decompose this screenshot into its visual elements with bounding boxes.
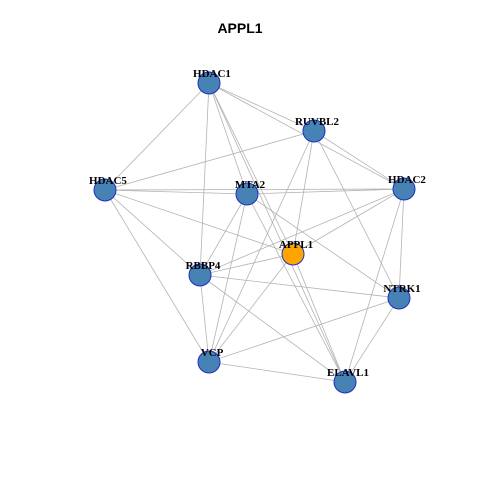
edge-hdac5-appl1	[104, 189, 294, 255]
edge-hdac5-vcp	[104, 189, 210, 363]
node-hdac1[interactable]	[197, 71, 221, 95]
graph-title: APPL1	[217, 20, 263, 36]
edge-mta2-ntrk1	[246, 193, 400, 299]
edge-rbbp4-ntrk1	[199, 274, 400, 299]
edge-appl1-rbbp4	[199, 253, 294, 276]
node-hdac5[interactable]	[93, 178, 117, 202]
node-label-vcp: VCP	[201, 347, 224, 359]
edge-hdac1-elavl1	[208, 82, 346, 383]
edge-hdac5-rbbp4	[104, 189, 201, 276]
edge-ruvbl2-hdac2	[313, 130, 405, 190]
edge-mta2-hdac2	[246, 188, 405, 195]
edge-ntrk1-elavl1	[344, 297, 400, 383]
edge-hdac1-ruvbl2	[208, 82, 315, 132]
edge-hdac2-ntrk1	[398, 188, 405, 299]
node-ruvbl2[interactable]	[302, 119, 326, 143]
node-label-mta2: MTA2	[235, 179, 266, 191]
edge-mta2-rbbp4	[199, 193, 248, 276]
edge-appl1-elavl1	[292, 253, 346, 383]
node-vcp[interactable]	[197, 350, 221, 374]
node-label-hdac5: HDAC5	[89, 175, 127, 187]
node-ntrk1[interactable]	[387, 286, 411, 310]
edge-vcp-appl1	[208, 253, 294, 363]
node-label-rbbp4: RBBP4	[186, 260, 221, 272]
node-hdac2[interactable]	[392, 177, 416, 201]
edge-hdac2-appl1	[292, 188, 405, 255]
node-mta2[interactable]	[235, 182, 259, 206]
node-appl1[interactable]	[281, 242, 305, 266]
edge-ruvbl2-vcp	[208, 130, 315, 363]
nodes-layer	[93, 71, 416, 394]
edge-hdac2-rbbp4	[199, 188, 405, 276]
edge-hdac2-elavl1	[344, 188, 405, 383]
edge-hdac1-hdac5	[104, 82, 210, 191]
edges-layer	[104, 82, 405, 383]
node-elavl1[interactable]	[333, 370, 357, 394]
edge-hdac5-mta2	[104, 189, 248, 195]
node-label-hdac1: HDAC1	[193, 68, 231, 80]
edge-hdac1-mta2	[208, 82, 248, 195]
edge-rbbp4-vcp	[199, 274, 210, 363]
edge-ntrk1-vcp	[208, 297, 400, 363]
edge-rbbp4-elavl1	[199, 274, 346, 383]
node-rbbp4[interactable]	[188, 263, 212, 287]
node-label-ruvbl2: RUVBL2	[295, 116, 340, 128]
edge-hdac1-rbbp4	[199, 82, 210, 276]
edge-hdac1-appl1	[208, 82, 294, 255]
edge-ruvbl2-hdac5	[104, 130, 315, 191]
edge-vcp-elavl1	[208, 361, 346, 383]
node-label-ntrk1: NTRK1	[383, 283, 420, 295]
edge-mta2-elavl1	[246, 193, 346, 383]
node-label-appl1: APPL1	[279, 239, 313, 251]
node-label-elavl1: ELAVL1	[327, 367, 369, 379]
edge-ruvbl2-ntrk1	[313, 130, 400, 299]
node-label-hdac2: HDAC2	[388, 174, 426, 186]
